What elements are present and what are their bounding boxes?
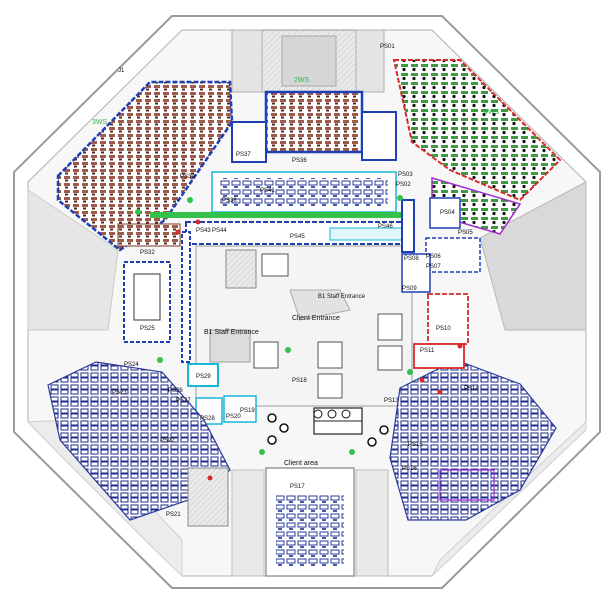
lift-c — [317, 341, 343, 369]
lift-f — [253, 341, 279, 369]
east-room-ps08 — [401, 253, 431, 293]
room-label-ps18: PS18 — [292, 378, 307, 384]
room-label-ps23: PS23 — [112, 390, 127, 396]
north-green-wall — [150, 212, 415, 218]
label-b1-staff-entrance: B1 Staff Entrance — [204, 329, 259, 336]
north-left-room — [231, 121, 267, 163]
lift-d — [317, 373, 343, 399]
conference-table — [133, 273, 161, 321]
room-label-ps14: PS14 — [464, 386, 479, 392]
label-b1-staff-entrance-right: B1 Staff Entrance — [318, 294, 366, 300]
room-label-ps26: PS26 — [168, 388, 183, 394]
room-label-ps03: PS03 — [398, 172, 413, 178]
east-void — [479, 181, 587, 331]
room-label-ps15: PS15 — [408, 442, 423, 448]
label-client-entrance: Client Entrance — [292, 315, 340, 322]
room-label-ps06: PS06 — [426, 254, 441, 260]
room-label-ps04: PS04 — [440, 210, 455, 216]
southeast-void — [431, 420, 587, 577]
small-room-ps29 — [187, 363, 219, 387]
lift-a — [261, 253, 289, 277]
northeast-core — [355, 29, 385, 93]
room-label-ps07: PS07 — [426, 264, 441, 270]
ws-label-north: 2WS — [294, 77, 310, 84]
room-label-ps16: PS16 — [402, 466, 417, 472]
room-label-ps25: PS25 — [140, 326, 155, 332]
plants — [135, 195, 413, 455]
west-corridor-wall — [181, 231, 191, 363]
reception-block — [209, 329, 251, 363]
lift-e — [377, 345, 403, 371]
room-label-ps41: PS41 — [260, 188, 275, 194]
small-room-ps28 — [195, 397, 223, 425]
south-training-desks — [276, 494, 344, 566]
southwest-workzone — [47, 361, 231, 521]
north-offices-desks — [220, 178, 388, 206]
lift-b — [377, 313, 403, 341]
room-label-ps09: PS09 — [402, 286, 417, 292]
northwest-meeting-desks — [117, 223, 181, 247]
room-label-ps43: PS43 — [196, 228, 211, 234]
east-room-ps06 — [425, 237, 481, 273]
client-area-furniture — [267, 407, 389, 447]
north-workzone — [264, 90, 364, 154]
room-label-ps20: PS20 — [226, 414, 241, 420]
room-label-ps11: PS11 — [420, 348, 435, 354]
room-label-ps21: PS21 — [166, 512, 181, 518]
east-room-ps10 — [427, 293, 469, 345]
room-label-ps37: PS37 — [236, 152, 251, 158]
northwest-workzone — [56, 80, 234, 252]
east-shaft — [401, 199, 415, 253]
east-room-ps11 — [413, 343, 465, 369]
south-corridor-left — [231, 469, 265, 577]
west-void — [27, 189, 119, 331]
label-j1: J1 — [118, 68, 125, 74]
ws-label-northwest: 3WS — [92, 119, 108, 126]
room-label-ps27: PS27 — [176, 398, 191, 404]
label-ps01: PS01 — [380, 44, 395, 50]
southeast-workzone — [389, 359, 557, 521]
room-label-ps08: PS08 — [404, 256, 419, 262]
room-label-ps05: PS05 — [458, 230, 473, 236]
southeast-purple-desks — [439, 469, 495, 501]
room-label-ps38: PS38 — [222, 198, 237, 204]
room-label-ps36: PS36 — [292, 158, 307, 164]
room-label-ps32: PS32 — [140, 250, 155, 256]
room-label-ps24: PS24 — [124, 362, 139, 368]
east-room-ps04 — [429, 197, 461, 229]
northeast-workzone — [392, 59, 562, 202]
room-label-ps02: PS02 — [396, 182, 411, 188]
entrance-ramp — [289, 289, 351, 321]
small-room-ps20 — [223, 395, 257, 423]
room-label-ps39: PS39 — [180, 174, 195, 180]
room-label-ps22: PS22 — [160, 438, 175, 444]
room-label-ps45: PS45 — [290, 234, 305, 240]
room-label-ps17: PS17 — [290, 484, 305, 490]
north-right-room — [361, 111, 397, 161]
north-shaft-inner — [281, 35, 337, 87]
ws-label-northeast: 4WS — [484, 109, 500, 116]
room-label-ps44: PS44 — [212, 228, 227, 234]
room-label-ps13: PS13 — [384, 398, 399, 404]
room-label-ps29: PS29 — [196, 374, 211, 380]
room-label-ps10: PS10 — [436, 326, 451, 332]
room-label-ps28: PS28 — [200, 416, 215, 422]
south-corridor-right — [355, 469, 389, 577]
stair-core-west — [225, 249, 257, 289]
red-markers — [175, 219, 463, 481]
northwest-core — [231, 29, 263, 93]
label-client-area: Client area — [284, 460, 318, 467]
room-label-ps19: PS19 — [240, 408, 255, 414]
room-label-ps46: PS46 — [378, 224, 393, 230]
